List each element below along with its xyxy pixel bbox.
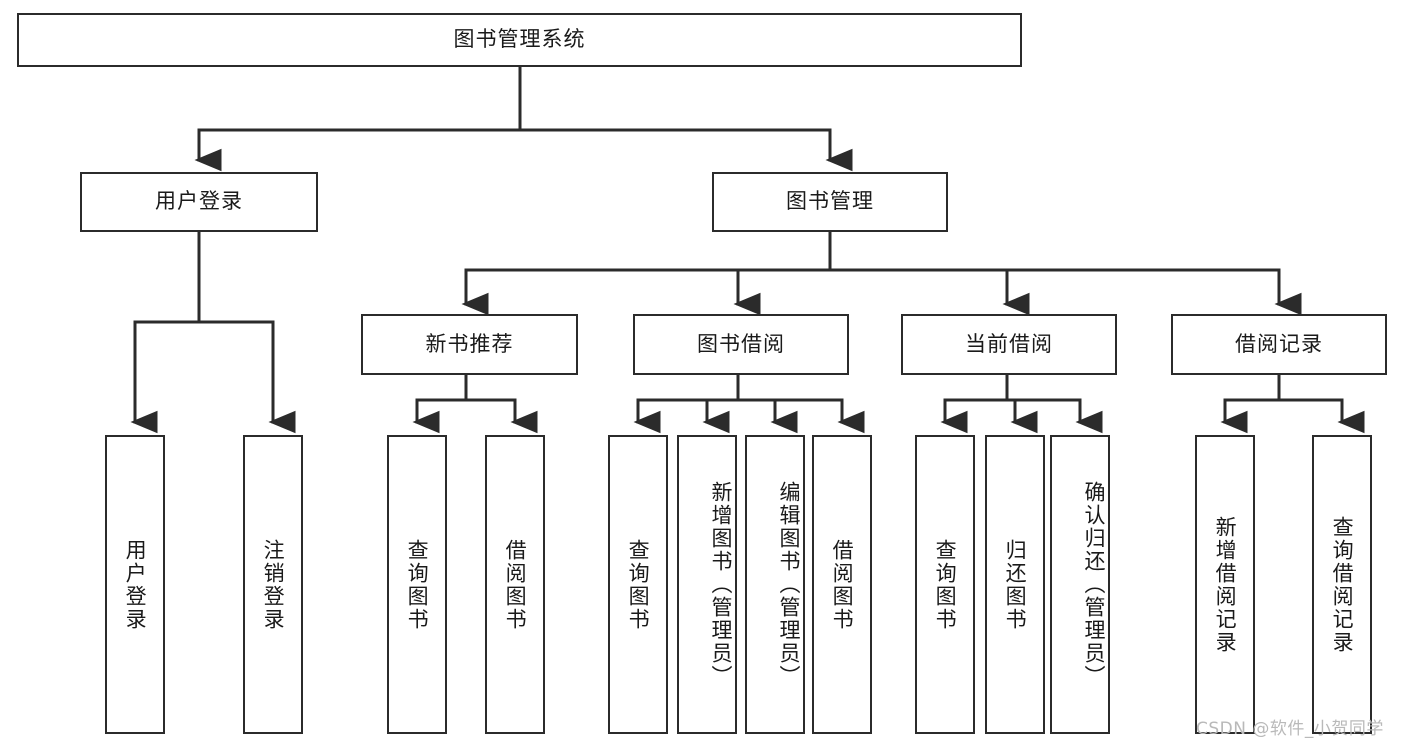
node-leaf-borrow-book-1[interactable]: 借阅图书	[485, 435, 545, 734]
node-system-root[interactable]: 图书管理系统	[17, 13, 1022, 67]
node-leaf-confirm-return[interactable]: 确认归还（管理员）	[1050, 435, 1110, 734]
node-leaf-borrow-book-2[interactable]: 借阅图书	[812, 435, 872, 734]
node-label: 确认归还（管理员）	[1082, 481, 1106, 688]
node-label: 查询借阅记录	[1330, 515, 1355, 654]
node-label: 查询图书	[626, 538, 651, 631]
node-label: 图书借阅	[697, 331, 785, 356]
node-label: 查询图书	[933, 538, 958, 631]
node-leaf-query-book-3[interactable]: 查询图书	[915, 435, 975, 734]
node-leaf-logout[interactable]: 注销登录	[243, 435, 303, 734]
node-label: 借阅图书	[503, 538, 528, 631]
node-label: 归还图书	[1003, 538, 1028, 631]
node-label: 借阅记录	[1235, 331, 1323, 356]
node-leaf-add-record[interactable]: 新增借阅记录	[1195, 435, 1255, 734]
node-label: 新书推荐	[425, 331, 514, 356]
node-label: 新增图书（管理员）	[709, 481, 733, 688]
node-leaf-user-login[interactable]: 用户登录	[105, 435, 165, 734]
node-book-management[interactable]: 图书管理	[712, 172, 948, 232]
node-label: 用户登录	[123, 538, 148, 631]
node-label: 查询图书	[405, 538, 430, 631]
node-label: 借阅图书	[830, 538, 855, 631]
node-label: 图书管理系统	[453, 27, 586, 52]
node-leaf-query-book-2[interactable]: 查询图书	[608, 435, 668, 734]
node-label: 新增借阅记录	[1213, 515, 1238, 654]
node-new-book-recommend[interactable]: 新书推荐	[361, 314, 578, 375]
node-borrow-record[interactable]: 借阅记录	[1171, 314, 1387, 375]
node-user-login[interactable]: 用户登录	[80, 172, 318, 232]
node-label: 当前借阅	[965, 331, 1053, 356]
watermark-text: CSDN @软件_小贺同学	[1196, 719, 1384, 739]
node-leaf-add-book[interactable]: 新增图书（管理员）	[677, 435, 737, 734]
node-leaf-query-record[interactable]: 查询借阅记录	[1312, 435, 1372, 734]
node-current-borrow[interactable]: 当前借阅	[901, 314, 1117, 375]
node-leaf-query-book-1[interactable]: 查询图书	[387, 435, 447, 734]
node-label: 图书管理	[786, 189, 874, 214]
node-label: 用户登录	[155, 189, 243, 214]
node-label: 编辑图书（管理员）	[777, 481, 801, 688]
node-leaf-edit-book[interactable]: 编辑图书（管理员）	[745, 435, 805, 734]
node-label: 注销登录	[261, 538, 286, 631]
node-leaf-return-book[interactable]: 归还图书	[985, 435, 1045, 734]
node-book-borrow[interactable]: 图书借阅	[633, 314, 849, 375]
